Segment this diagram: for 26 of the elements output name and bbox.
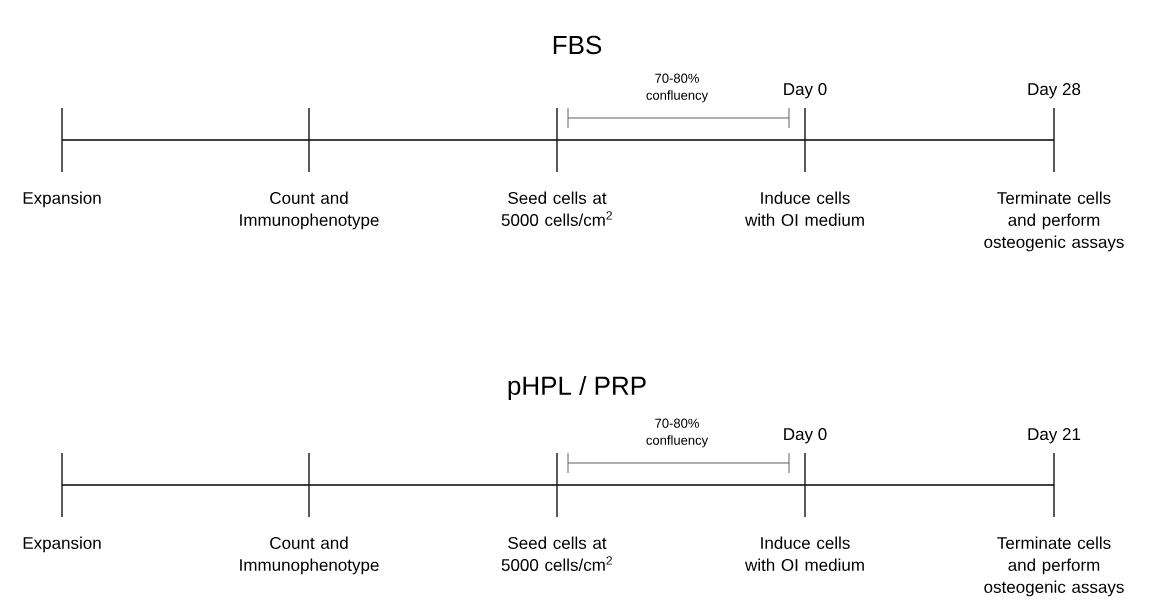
day-label: Day 21: [1028, 428, 1081, 444]
timeline-tick: Count and Immunophenotype: [240, 107, 379, 230]
timeline-tick: Expansion: [23, 107, 101, 208]
timeline-tick: Induce cells with OI medium: [745, 107, 864, 226]
interval-label: 70-80% confluency: [646, 418, 709, 448]
day-label: Day 0: [784, 83, 827, 99]
timeline-line: [556, 139, 806, 141]
timeline-tick: Seed cells at 5000 cells/cm$^{2}$: [501, 107, 612, 226]
timeline-line: [804, 484, 1055, 486]
timeline-tick: Induce cells with OI medium: [745, 452, 864, 571]
day-label: Day 28: [1028, 83, 1081, 99]
timeline-line: [804, 139, 1055, 141]
timeline-tick: Terminate cells and perform osteogenic assays: [984, 107, 1124, 252]
interval-label: 70-80% confluency: [646, 73, 709, 103]
day-label: Day 0: [784, 428, 827, 444]
timeline-line: [556, 484, 806, 486]
timeline-line: [308, 484, 558, 486]
timeline-title: FBS: [553, 35, 602, 55]
timeline-tick: Count and Immunophenotype: [240, 452, 379, 575]
timeline-title: pHPL / PRP: [508, 375, 646, 401]
timeline-line: [308, 139, 558, 141]
timeline-tick: Terminate cells and perform osteogenic assays: [984, 452, 1124, 597]
timeline-tick: Expansion: [23, 452, 101, 553]
timeline-line: [61, 484, 310, 486]
timeline-tick: Seed cells at 5000 cells/cm$^{2}$: [501, 452, 612, 571]
timeline-line: [61, 139, 310, 141]
